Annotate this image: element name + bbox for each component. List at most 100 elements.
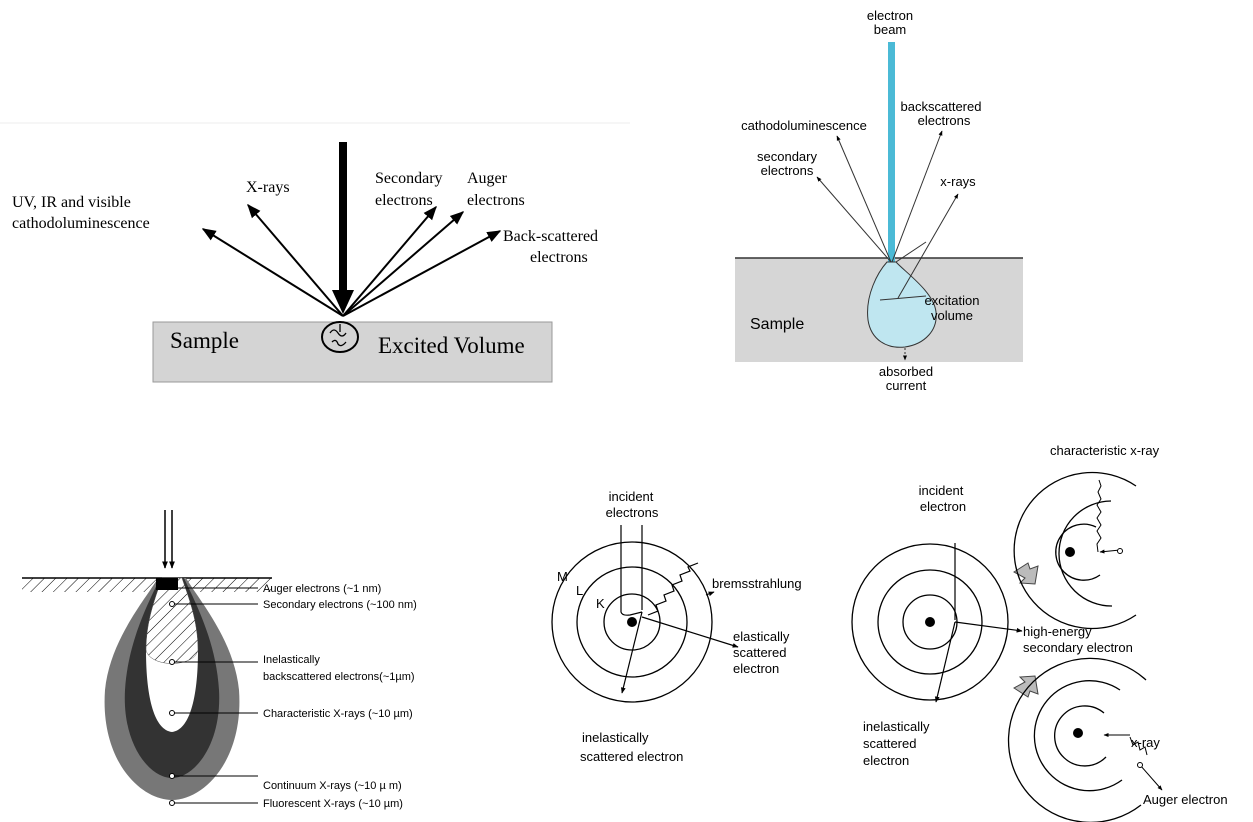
uv-ir-label-line1: UV, IR and visible: [12, 194, 131, 211]
excitation-label-line1: excitation: [925, 293, 980, 308]
absorbed-label-line1: absorbed: [879, 364, 933, 379]
electron-beam: [888, 42, 895, 264]
bremsstrahlung-arrowhead: [705, 591, 715, 597]
depth-markers: [169, 601, 175, 806]
uv-ir-label-line2: cathodoluminescence: [12, 215, 150, 232]
continuum-depth-label: Continuum X-rays (~10 µ m): [263, 780, 402, 792]
cathodoluminescence-label: cathodoluminescence: [741, 118, 867, 133]
auger-zone: [156, 578, 178, 590]
panel-interaction-depths: Auger electrons (~1 nm) Secondary electr…: [22, 510, 417, 810]
upper-vacancy: [1117, 548, 1123, 554]
shell-m: [551, 541, 713, 703]
characteristic-xray-label: characteristic x-ray: [1050, 443, 1160, 458]
elastic-label-line2: scattered: [733, 645, 786, 660]
inelastic-path: [620, 611, 643, 694]
incident-curve: [620, 570, 643, 616]
excited-volume-icon: [321, 321, 359, 353]
inelastic-label-line2: scattered electron: [580, 749, 683, 764]
sample-block: [152, 321, 553, 383]
shell-m-label: M: [557, 569, 568, 584]
upper-electron-drop: [1099, 549, 1121, 554]
inelastic-label-line2-5: scattered: [863, 736, 916, 751]
inelastic-label-line1-5: inelastically: [863, 719, 930, 734]
emission-arrows: [201, 203, 502, 317]
beam-label-line2: beam: [874, 22, 907, 37]
auger-electron-path: [1139, 764, 1163, 791]
shell-k-label: K: [596, 596, 605, 611]
excitation-volume-drop: [867, 261, 937, 348]
backscattered-label-line2: electrons: [530, 249, 588, 266]
bremsstrahlung-label: bremsstrahlung: [712, 576, 802, 591]
characteristic-xray-paths: [1096, 479, 1123, 554]
volume-leader: [879, 295, 927, 301]
auger-electron-label: Auger electron: [1143, 792, 1228, 807]
sample-label: Sample: [170, 328, 239, 353]
characteristic-depth-label: Characteristic X-rays (~10 µm): [263, 708, 413, 720]
transition-arrow-down: [1013, 675, 1039, 698]
panel-ionization: incident electron characteristic x-ray h…: [851, 443, 1228, 822]
high-energy-label-line2: secondary electron: [1023, 640, 1133, 655]
incident-beam: [339, 142, 347, 292]
incident-electron-line1: incident: [919, 483, 964, 498]
auger-label-line1: Auger: [467, 170, 508, 187]
lower-xray-wave: [1129, 736, 1148, 756]
backscattered-label-line1: Back-scattered: [503, 228, 598, 245]
elastic-label-line3: electron: [733, 661, 779, 676]
bremsstrahlung-wave: [647, 562, 699, 616]
inelastic-depth-label-line1: Inelastically: [263, 654, 320, 666]
ionization-paths: [934, 543, 1023, 703]
scattering-paths: [620, 525, 739, 694]
high-energy-label-line1: high-energy: [1023, 624, 1092, 639]
cathodoluminescence-ray: [836, 135, 892, 263]
excited-volume-scribble: [329, 324, 347, 347]
xray-label: x-ray: [1131, 735, 1160, 750]
panel-atom-scattering: incident electrons M L K bremsstrahlung …: [551, 489, 802, 764]
inelastic-label-line1: inelastically: [582, 730, 649, 745]
panel-emission-overview: UV, IR and visible cathodoluminescence X…: [0, 122, 630, 383]
secondary-label-line2: electrons: [375, 192, 433, 209]
xrays-arrow: [247, 203, 344, 317]
backscattered-label-line1-2: backscattered: [901, 99, 982, 114]
inelastic-depth-label-line2: backscattered electrons(~1µm): [263, 671, 415, 683]
surface-hatching: [22, 578, 272, 592]
auger-depth-label: Auger electrons (~1 nm): [263, 583, 381, 595]
shell-l: [576, 566, 688, 678]
elastic-path: [641, 616, 739, 648]
incident-electron-line2: electron: [920, 499, 966, 514]
fluorescent-depth-label: Fluorescent X-rays (~10 µm): [263, 798, 403, 810]
secondary-label-line1-2: secondary: [757, 149, 817, 164]
characteristic-xray-wave: [1096, 479, 1102, 553]
backscattered-ray: [891, 130, 943, 263]
sample-label-2: Sample: [750, 316, 804, 333]
secondary-depth-label: Secondary electrons (~100 nm): [263, 599, 417, 611]
transition-arrow-up: [1013, 562, 1039, 585]
absorbed-label-line2: current: [886, 378, 927, 393]
shell-l-label: L: [576, 583, 583, 598]
incident-beam-arrowhead: [332, 290, 354, 314]
elastic-label-line1: elastically: [733, 629, 790, 644]
secondary-label-line2-2: electrons: [761, 163, 814, 178]
short-ray: [895, 241, 927, 263]
auger-paths: [1103, 733, 1163, 791]
incident-electrons-line1: incident: [609, 489, 654, 504]
nucleus-main: [925, 617, 935, 627]
beam-label-line1: electron: [867, 8, 913, 23]
thin-emission-arrows: [816, 130, 959, 361]
secondary-label-line1: Secondary: [375, 170, 443, 187]
inelastic-zone: [145, 577, 199, 664]
backscattered-electrons-arrow: [342, 230, 502, 317]
excited-volume-label: Excited Volume: [378, 333, 525, 358]
high-energy-secondary-path: [954, 621, 1023, 633]
xrays-label-2: x-rays: [940, 174, 976, 189]
inelastic-label-line3-5: electron: [863, 753, 909, 768]
atom-shells-main: [851, 543, 1009, 701]
lower-vacancy: [1137, 762, 1143, 768]
depth-leader-lines: [172, 587, 258, 804]
backscattered-label-line2-2: electrons: [918, 113, 971, 128]
excitation-label-line2: volume: [931, 308, 973, 323]
xray-ray: [897, 193, 959, 299]
xrays-label: X-rays: [246, 179, 290, 196]
incident-double-arrow: [162, 510, 175, 569]
cathodoluminescence-arrow: [201, 228, 344, 317]
